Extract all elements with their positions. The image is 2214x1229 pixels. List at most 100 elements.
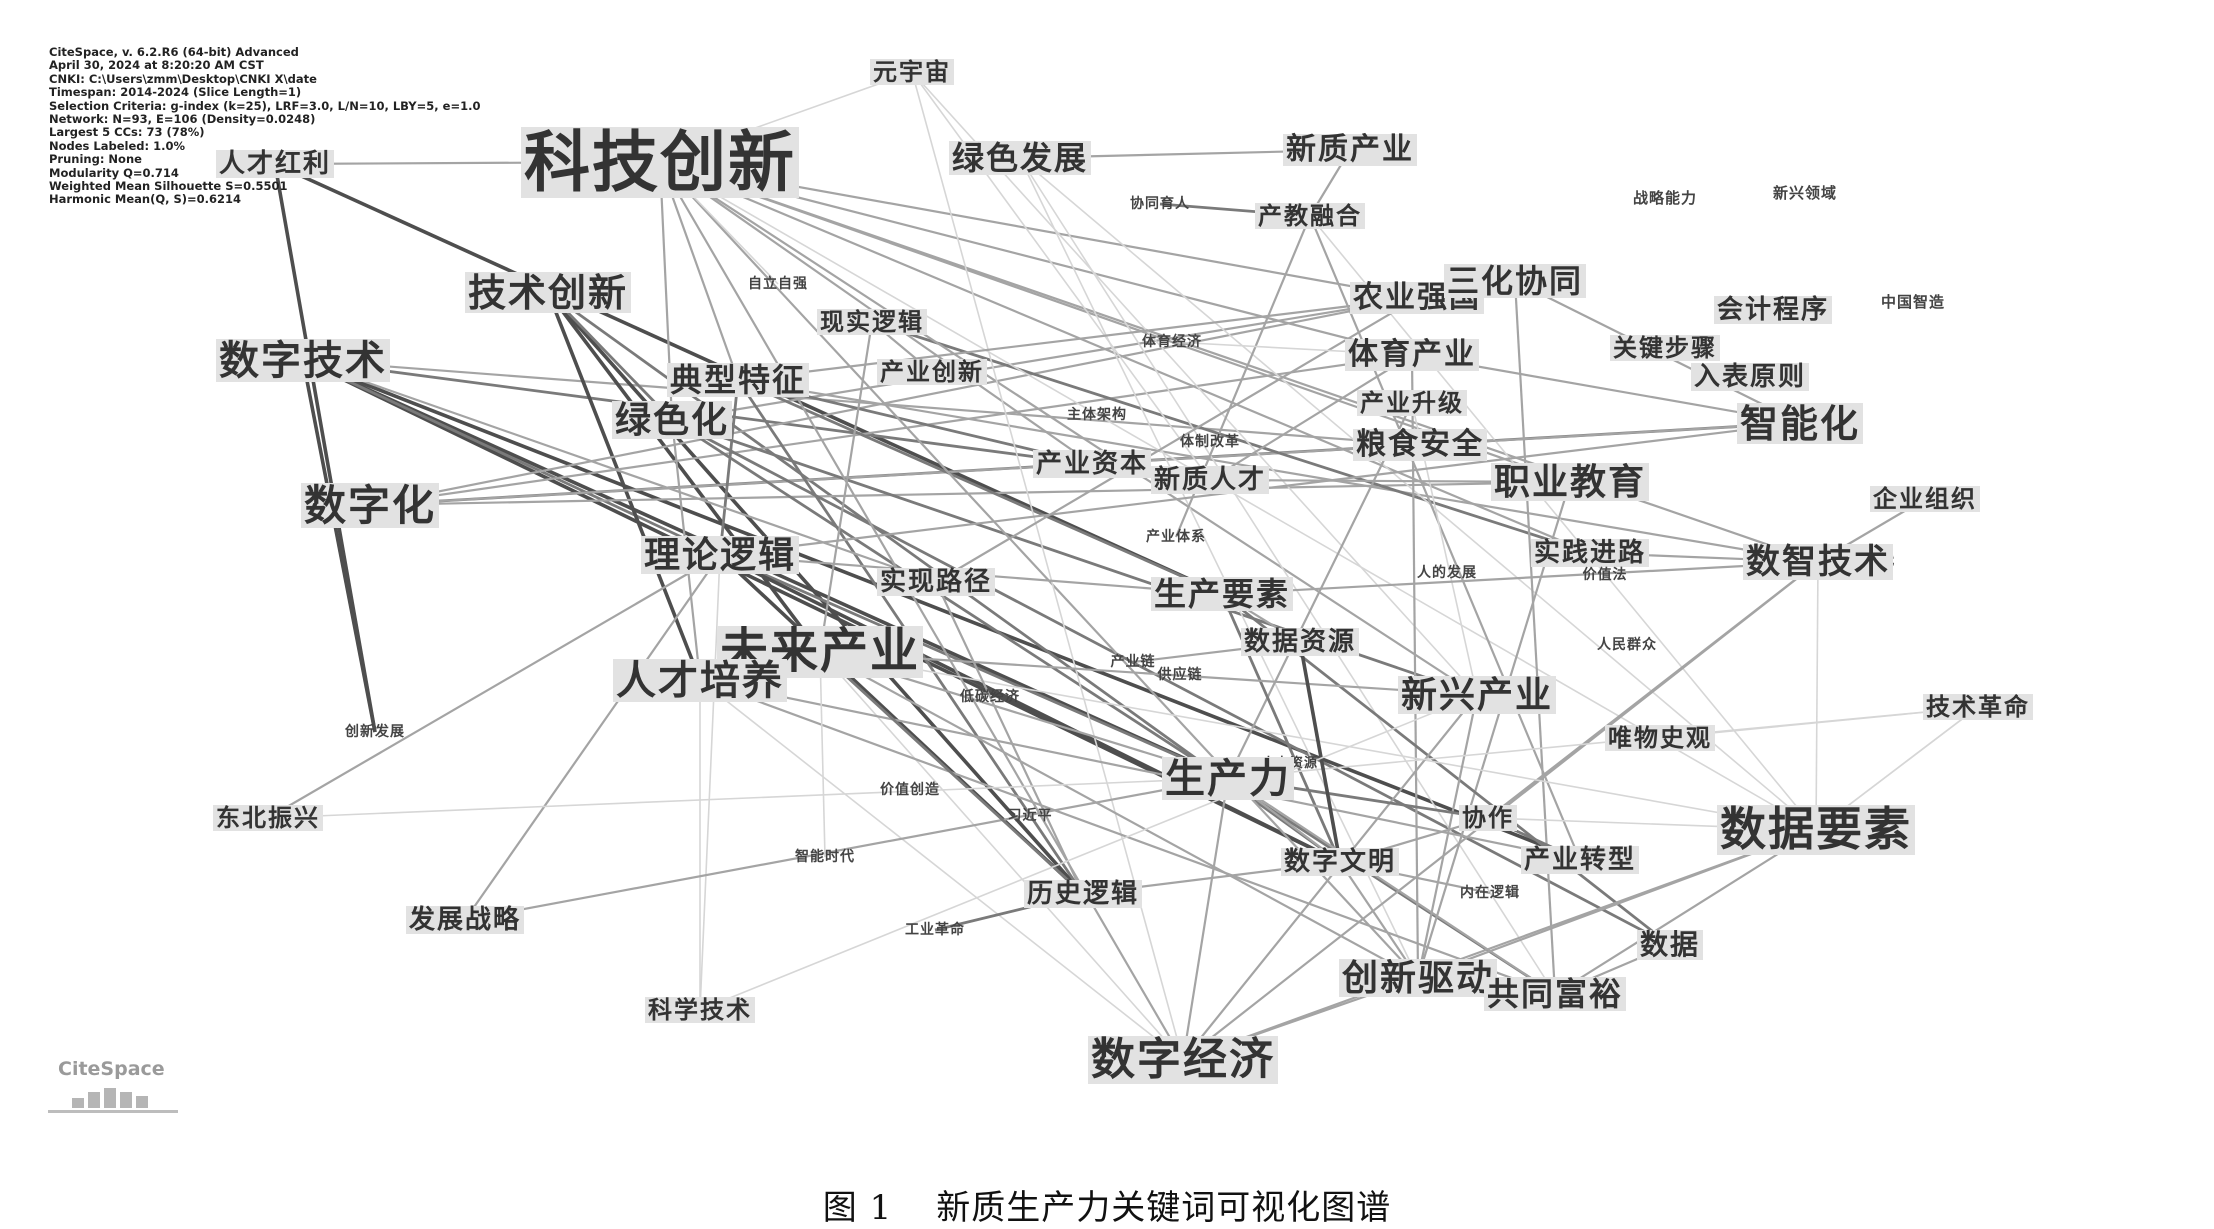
keyword-node-zlzq: 自立自强	[748, 275, 808, 292]
figure-title: 新质生产力关键词可视化图谱	[936, 1188, 1392, 1228]
keyword-node-qyzz: 企业组织	[1870, 486, 1980, 512]
info-line: CiteSpace, v. 6.2.R6 (64-bit) Advanced	[49, 45, 299, 59]
edge-dxtz-scys	[737, 378, 1223, 596]
edge-jscx-wlcy	[546, 290, 822, 654]
edge-xslj-wlcy	[818, 321, 874, 653]
keyword-node-xxcy: 新兴产业	[1398, 675, 1557, 715]
keyword-node-dxtz: 典型特征	[667, 362, 810, 398]
edge-dbzx-scl	[267, 777, 1229, 819]
keyword-node-cyl: 产业链	[1110, 653, 1156, 670]
keyword-node-cysj: 产业升级	[1357, 390, 1467, 416]
keyword-node-rdfz: 人的发展	[1417, 564, 1477, 581]
info-line: Largest 5 CCs: 73 (78%)	[49, 125, 205, 140]
keyword-node-scys: 生产要素	[1151, 576, 1294, 612]
edge-xxcy-cxqd	[1416, 694, 1479, 979]
info-line: April 30, 2024 at 8:20:20 AM CST	[49, 58, 264, 73]
info-line: Selection Criteria: g-index (k=25), LRF=…	[49, 98, 481, 113]
edge-rcpy-cyzx	[699, 678, 1581, 862]
keyword-node-zyjy: 职业教育	[1491, 462, 1650, 502]
edge-dxtz-szjs2	[737, 378, 1819, 564]
figure-number: 图 1	[822, 1188, 893, 1228]
edge-lslj-wlcy	[819, 650, 1084, 896]
info-line: Weighted Mean Silhouette S=0.5501	[49, 179, 288, 194]
edge-szh-nyqg	[369, 296, 1418, 507]
keyword-node-tycy: 体育产业	[1345, 338, 1479, 372]
keyword-node-cjrh: 产教融合	[1255, 203, 1365, 229]
keyword-node-znh: 智能化	[1737, 402, 1864, 444]
keyword-node-szh: 数字化	[301, 482, 440, 528]
keyword-node-jzf: 价值法	[1582, 566, 1628, 583]
keyword-node-lsaq: 粮食安全	[1353, 428, 1487, 462]
keyword-node-xxly: 新兴领域	[1773, 184, 1838, 202]
keyword-node-fzzl: 发展战略	[406, 906, 525, 934]
keyword-node-rmqz: 人民群众	[1597, 636, 1657, 653]
edge-nyqg-dxtz	[737, 296, 1418, 382]
keyword-node-scl: 生产力	[1162, 756, 1294, 800]
keyword-node-jsgm: 技术革命	[1923, 694, 2033, 720]
keyword-node-dtjj: 低碳经济	[960, 688, 1020, 705]
keyword-node-dbzx: 东北振兴	[213, 805, 323, 831]
keyword-node-cyzb: 产业资本	[1033, 450, 1152, 478]
keyword-node-rchl: 人才红利	[216, 150, 335, 178]
edge-llj-dbzx	[267, 554, 721, 819]
keyword-node-xslj: 现实逻辑	[817, 309, 927, 335]
edge-lsh-sj	[671, 418, 1671, 947]
keyword-node-ztjg: 主体架构	[1067, 406, 1127, 423]
keyword-node-rbyz: 入表原则	[1691, 363, 1810, 391]
edge-yyz-xzrc	[911, 71, 1211, 481]
keyword-node-jscx: 技术创新	[465, 271, 632, 313]
keyword-node-cxfz: 创新发展	[345, 723, 405, 740]
edge-jscx-lsh	[546, 291, 674, 421]
keyword-node-sjjl: 实践进路	[1531, 539, 1650, 567]
edge-szjs2-xz	[1487, 561, 1819, 819]
keyword-node-znsd: 智能时代	[795, 848, 855, 865]
edge-kjcx-sjys	[659, 161, 1817, 831]
edge-szjs-lsaq	[302, 358, 1421, 447]
info-line: Timespan: 2014-2024 (Slice Length=1)	[49, 85, 302, 100]
citespace-logo: CiteSpace	[44, 1058, 184, 1118]
keyword-node-szwm: 数字文明	[1281, 848, 1400, 876]
edge-szjs2-sjys	[1815, 561, 1819, 831]
edge-sxlj-szjs	[302, 358, 937, 584]
keyword-node-sjzy: 数据资源	[1241, 628, 1360, 656]
edge-lsh-nyqg	[671, 296, 1418, 422]
keyword-node-lslj: 历史逻辑	[1024, 880, 1143, 908]
edge-kxjs-xxcy	[699, 694, 1478, 1011]
edge-wlcy-xxcy	[819, 650, 1478, 697]
edge-shxt-gtfy	[1513, 280, 1557, 995]
keyword-node-kjcx: 科技创新	[521, 126, 799, 198]
edge-sjzy-szwm	[1298, 641, 1342, 863]
keyword-node-gyl: 供应链	[1157, 666, 1203, 683]
edge-jsgm-scl	[1227, 706, 1979, 779]
edge-lsfz-cxqd	[1019, 157, 1419, 979]
edge-scl-gtfy	[1227, 777, 1556, 995]
edge-xxcy-szjj	[1182, 694, 1478, 1061]
keyword-node-kxjs: 科学技术	[645, 997, 755, 1023]
edge-nyqg-sxlj	[935, 297, 1418, 583]
edge-scl-fzzl	[464, 776, 1229, 922]
keyword-node-lsh: 绿色化	[612, 400, 733, 440]
edge-yyz-szjj	[911, 71, 1184, 1061]
keyword-node-xjp: 习近平	[1007, 807, 1053, 824]
info-line: Network: N=93, E=106 (Density=0.0248)	[49, 112, 316, 127]
keyword-node-gygm: 工业革命	[905, 921, 965, 938]
edge-wlcy-cxqd	[819, 651, 1419, 979]
keyword-node-xtyr: 协同育人	[1130, 195, 1190, 212]
edge-llj-kxjs	[699, 554, 721, 1011]
keyword-node-wwsg: 唯物史观	[1605, 725, 1715, 751]
keyword-node-xzrc: 新质人才	[1151, 466, 1270, 494]
keyword-node-gtfy: 共同富裕	[1484, 976, 1627, 1012]
keyword-node-sjys: 数据要素	[1717, 804, 1915, 855]
keyword-node-nzlj: 内在逻辑	[1460, 884, 1520, 901]
logo-graphic	[48, 1088, 178, 1113]
edge-cjrh-sjys	[1309, 215, 1817, 831]
keyword-node-szjs: 数字技术	[216, 338, 390, 382]
edge-kjcx-cxqd	[659, 161, 1419, 979]
keyword-node-tzgg: 体制改革	[1180, 433, 1240, 450]
edge-wlcy-szjj	[819, 651, 1184, 1061]
keyword-node-cxqd: 创新驱动	[1339, 958, 1498, 998]
edge-llj-szwm	[719, 553, 1341, 864]
edge-cysj-scl	[1227, 402, 1413, 779]
